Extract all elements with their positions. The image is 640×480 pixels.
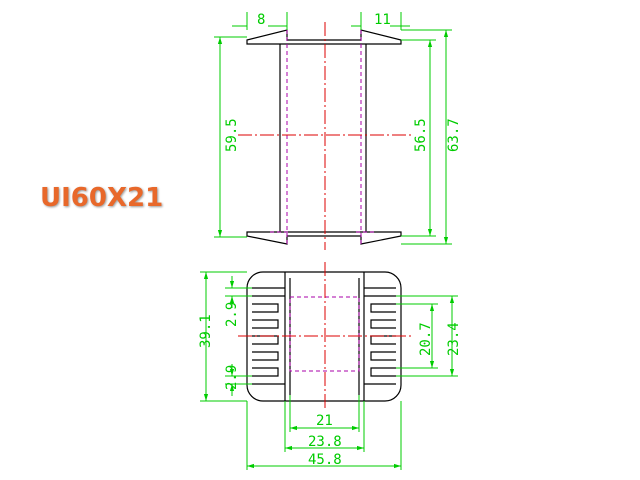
dim-gap-bottom: 2.9	[224, 365, 240, 390]
dim-height-left: 59.5	[224, 118, 240, 152]
bottom-flange	[246, 231, 402, 245]
right-slots	[364, 287, 396, 385]
model-title: UI60X21	[40, 183, 164, 213]
top-flange	[246, 29, 402, 45]
dim-gap-top: 2.9	[224, 302, 240, 327]
top-view	[238, 22, 412, 250]
dim-top-flange-left: 8	[257, 12, 265, 28]
dim-bottom-outer-height: 23.4	[446, 322, 462, 356]
hidden-core-window	[289, 296, 360, 372]
dim-height-outer: 63.7	[446, 118, 462, 152]
left-slots	[252, 287, 285, 385]
dim-total-width: 45.8	[308, 452, 342, 468]
dim-bottom-inner-height: 20.7	[418, 322, 434, 356]
top-view-dimensions: 8 11 59.5 56.5 63.7	[214, 12, 462, 245]
dim-bottom-height-total: 39.1	[198, 314, 214, 348]
bottom-view	[238, 262, 412, 410]
dim-core-width: 21	[316, 413, 333, 429]
dim-inner-width: 23.8	[308, 434, 342, 450]
dim-top-flange-right: 11	[374, 12, 391, 28]
bottom-view-dimensions: 39.1 2.9 2.9 20.7 23.4 21 23.8	[198, 271, 462, 470]
dim-height-inner: 56.5	[413, 118, 429, 152]
